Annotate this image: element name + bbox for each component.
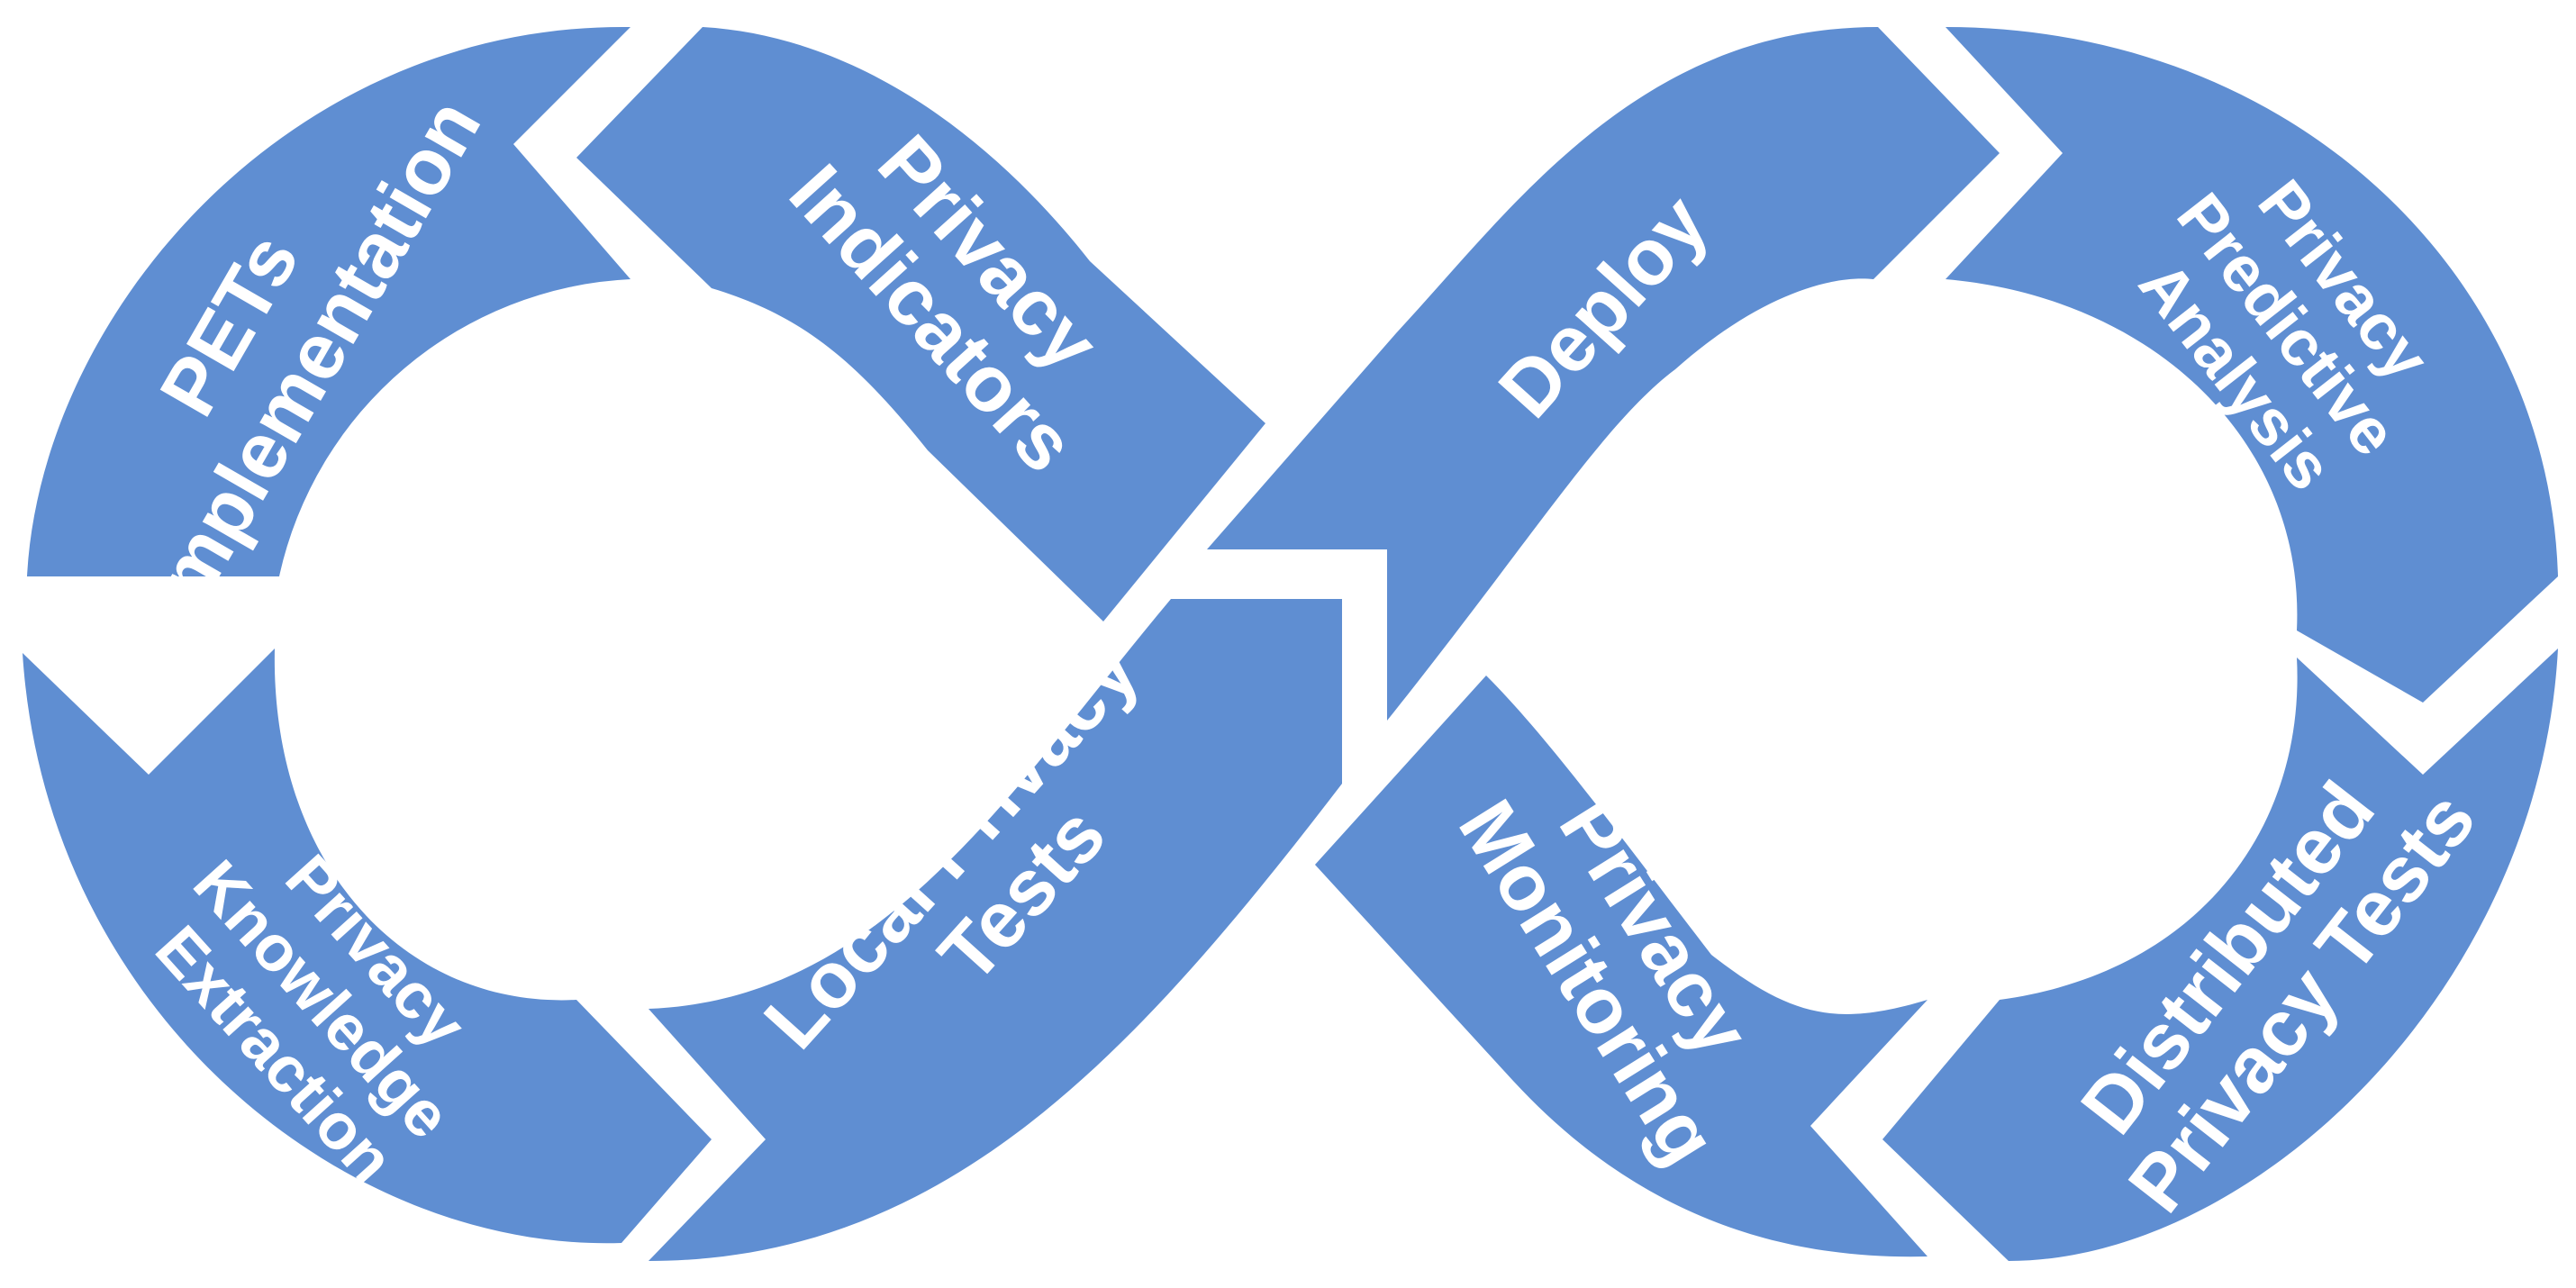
segment-pets-implementation [27,26,630,576]
segment-privacy-knowledge-extraction [23,649,712,1244]
segment-local-privacy-tests [649,599,1342,1261]
segment-privacy-indicators [576,27,1265,621]
segment-distributed-privacy-tests [1882,649,2558,1261]
segment-privacy-predictive-analysis [1946,27,2558,703]
segment-privacy-monitoring [1315,676,1927,1257]
segment-shapes [23,26,2558,1261]
segment-deploy [1207,27,2000,721]
